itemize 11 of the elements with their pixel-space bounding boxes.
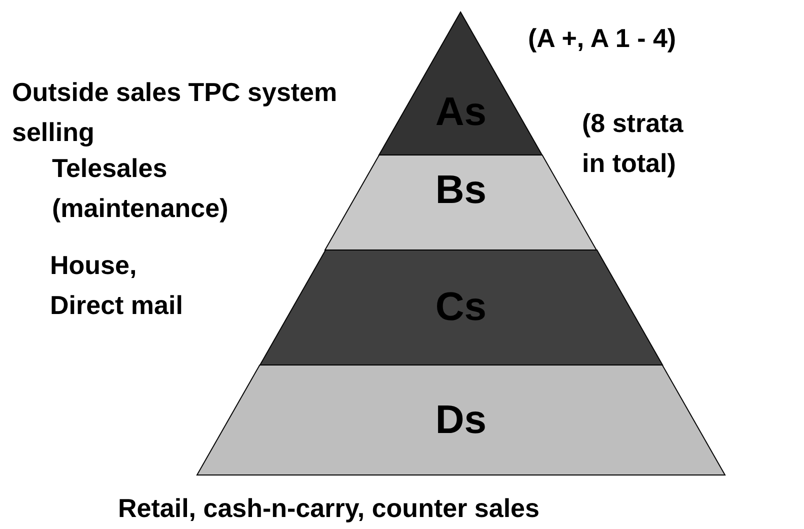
note-text: (8 strata in total) [582,107,684,180]
note-text: (A +, A 1 - 4) [528,22,676,55]
pyramid-tier [260,250,662,365]
channel-label: Retail, cash-n-carry, counter sales [118,492,540,525]
pyramid-tier [197,365,725,475]
tier-label: Cs [435,285,487,329]
note-text: Telesales (maintenance) [52,152,230,225]
note-text: House, Direct mail [50,249,184,322]
tier-label: Ds [435,398,487,442]
tier-label: Bs [435,168,487,212]
note-text: Outside sales TPC system selling [12,76,338,149]
